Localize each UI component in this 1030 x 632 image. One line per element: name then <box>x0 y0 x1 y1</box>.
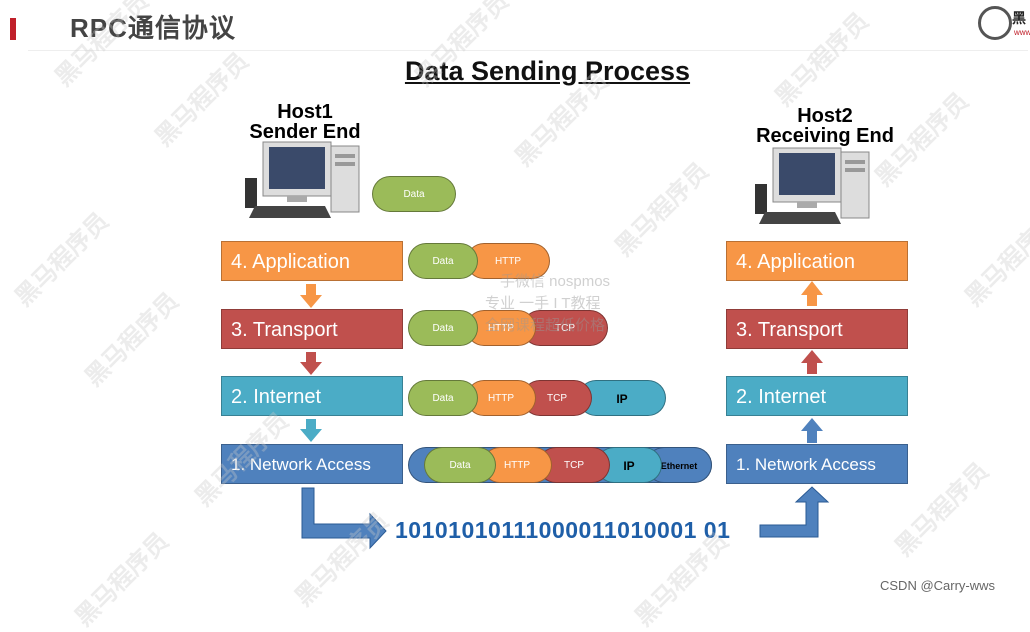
csdn-credit: CSDN @Carry-wws <box>880 578 996 593</box>
host1-name: Host1 <box>277 101 333 123</box>
ip-segment-internet: IP <box>578 380 666 416</box>
tcp-segment-label: TCP <box>564 460 584 471</box>
brand-logo-text: 黑 <box>1012 10 1026 26</box>
diagram-title: Data Sending Process <box>404 56 691 86</box>
host2-role: Receiving End <box>756 125 894 147</box>
data-segment-transport: Data <box>408 310 478 346</box>
transmission-arrow-left <box>301 487 387 550</box>
watermark-line: 专业 一手 I T教程 <box>485 295 601 312</box>
binary-stream: 10101010111000011010001 01 <box>395 517 731 543</box>
watermark-line: 全网课程超低价格 <box>485 317 606 334</box>
ip-segment-label: IP <box>623 459 635 473</box>
transmission-arrow-right <box>759 486 830 538</box>
sender-down-arrow-internet <box>300 419 322 442</box>
data-segment-label: Data <box>403 189 425 200</box>
data-segment-internet: Data <box>408 380 478 416</box>
tcp-segment-label: TCP <box>547 393 567 404</box>
http-segment-label: HTTP <box>503 460 531 471</box>
sender-layer-network-access: 1. Network Access <box>221 444 403 484</box>
sender-layer-internet: 2. Internet <box>221 376 403 416</box>
receiver-layer-transport: 3. Transport <box>726 309 908 349</box>
tcp-segment-transport: TCP <box>522 310 608 346</box>
receiver-up-arrow-app <box>801 281 823 306</box>
header-accent-bar <box>10 18 16 40</box>
http-segment-app: HTTP <box>466 243 550 279</box>
sender-computer-icon <box>245 141 360 218</box>
host2-title: Host2 Receiving End <box>745 106 905 146</box>
flow-arrows <box>300 281 830 550</box>
receiver-up-arrow-transport <box>801 350 823 374</box>
host2-name: Host2 <box>797 105 853 127</box>
ip-segment-label: IP <box>616 392 628 406</box>
host1-role: Sender End <box>249 121 361 143</box>
receiver-layer-application: 4. Application <box>726 241 908 281</box>
receiver-layer-network-access: 1. Network Access <box>726 444 908 484</box>
brand-logo-icon <box>978 6 1012 40</box>
header-divider <box>28 50 1028 51</box>
data-segment-network: Data <box>424 447 496 483</box>
http-segment-label: HTTP <box>487 393 515 404</box>
sender-layer-application: 4. Application <box>221 241 403 281</box>
data-segment-label: Data <box>432 256 454 267</box>
receiver-computer-icon <box>755 147 870 224</box>
ethernet-segment-label: Ethernet <box>660 461 698 471</box>
http-segment-label: HTTP <box>487 323 515 334</box>
slide-title: RPC通信协议 <box>70 13 236 43</box>
watermark-line: 手微信 nospmos <box>500 273 611 290</box>
data-segment-app: Data <box>408 243 478 279</box>
http-segment-label: HTTP <box>494 256 522 267</box>
data-segment-label: Data <box>449 460 471 471</box>
receiver-up-arrow-internet <box>801 418 823 443</box>
data-segment-label: Data <box>432 323 454 334</box>
sender-layer-transport: 3. Transport <box>221 309 403 349</box>
brand-logo-url: www <box>1014 28 1030 37</box>
host1-title: Host1 Sender End <box>240 102 370 142</box>
data-packet-initial: Data <box>372 176 456 212</box>
data-segment-label: Data <box>432 393 454 404</box>
receiver-layer-internet: 2. Internet <box>726 376 908 416</box>
sender-down-arrow-app <box>300 284 322 308</box>
tcp-segment-label: TCP <box>555 323 575 334</box>
sender-down-arrow-transport <box>300 352 322 375</box>
